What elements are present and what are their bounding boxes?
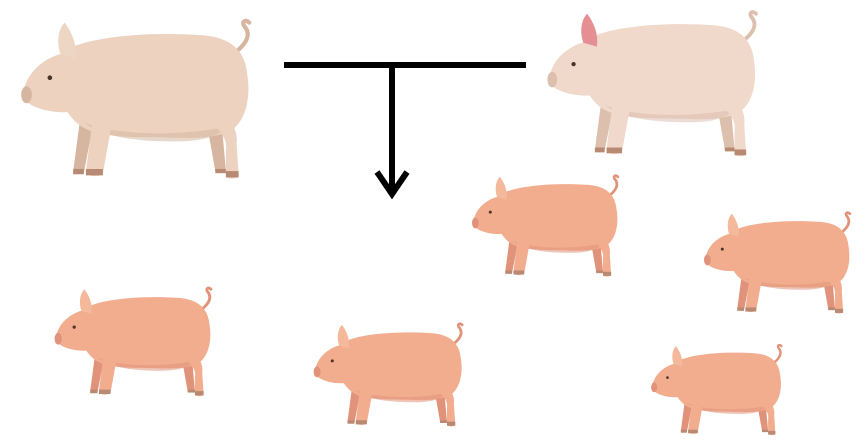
dam-pig-illustration	[547, 12, 755, 156]
piglet-illustration	[651, 345, 781, 435]
sire-pig-illustration	[21, 21, 249, 179]
offspring-group	[55, 176, 850, 435]
piglet-illustration	[704, 213, 850, 314]
cross-connector	[284, 65, 526, 194]
piglet-illustration	[55, 288, 211, 396]
piglet-illustration	[314, 324, 463, 427]
piglet-illustration	[472, 176, 618, 277]
